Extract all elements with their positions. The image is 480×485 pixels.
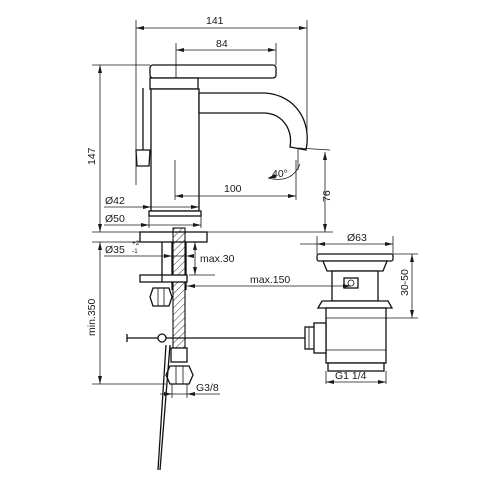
waste-tail (325, 307, 387, 364)
dim-spout-angle: 40° (272, 168, 288, 180)
fixing-nut (149, 287, 173, 307)
dim-height: 147 (86, 147, 98, 165)
braided-hose (172, 227, 186, 349)
popup-knob (135, 149, 151, 167)
supply-nut (165, 365, 194, 385)
dim-hole-tolerance-minus: -1 (132, 248, 138, 255)
lever-handle (149, 64, 277, 79)
dim-hole-tolerance-plus: +2 (132, 240, 140, 247)
dimensions: 141 84 147 100 40° 76 (86, 15, 418, 398)
dim-max-rod: max.150 (250, 274, 290, 286)
dim-body-diameter: Ø42 (105, 195, 125, 207)
dim-max-deck: max.30 (200, 253, 235, 265)
supply-connector (170, 347, 188, 363)
dim-lever-to-spout: 84 (216, 38, 228, 50)
dim-waste-diameter: Ø63 (347, 232, 367, 244)
dim-overall-width: 141 (206, 15, 224, 27)
dim-waste-thread: G1 1/4 (335, 370, 367, 382)
faucet-base (148, 210, 202, 217)
dim-waste-adjust: 30-50 (399, 269, 411, 296)
dim-reach: 100 (224, 183, 242, 195)
faucet-body (115, 64, 308, 471)
dim-hole-diameter: Ø35 (105, 244, 125, 256)
dim-spout-height: 76 (321, 190, 333, 202)
dim-min-length: min.350 (86, 298, 98, 336)
clip-rod (159, 344, 171, 471)
dim-supply-thread: G3/8 (196, 382, 219, 394)
faucet-cap (149, 77, 199, 90)
dim-base-diameter: Ø50 (105, 213, 125, 225)
waste-flange (316, 253, 394, 262)
spout (198, 92, 308, 151)
fixing-plate (139, 274, 188, 283)
waste-assembly (304, 253, 394, 372)
